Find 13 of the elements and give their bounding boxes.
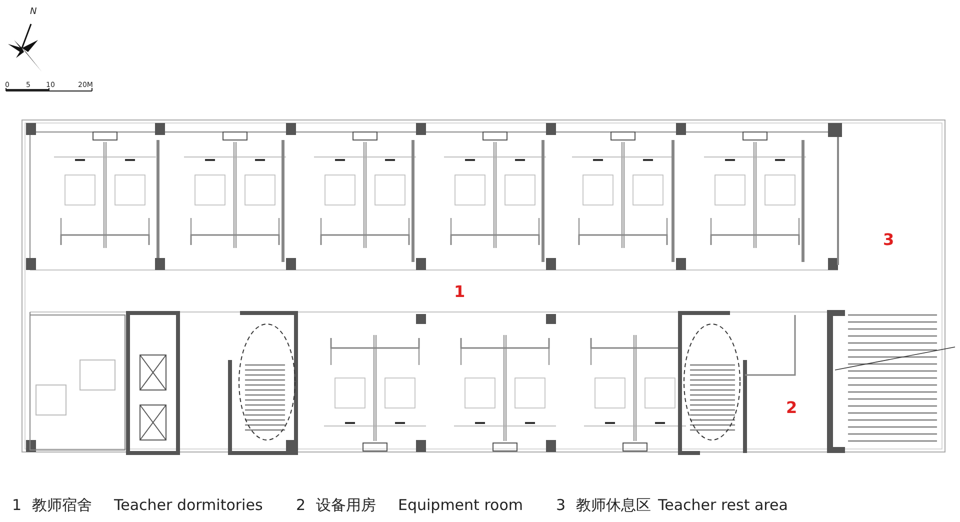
room-name: 教师休息区 [576,498,651,513]
north-label: N [30,8,37,17]
callout-number: 3 [883,232,894,248]
room-name-english: Teacher rest area [658,498,788,513]
key-number: 2 [296,498,306,513]
room-name-english: Teacher dormitories [114,498,263,513]
key-number: 3 [556,498,566,513]
callout-number: 2 [786,400,798,416]
room-name-english: Equipment room [398,498,523,513]
room-name: 教师宿舍 [32,498,92,513]
room-name: 设备用房 [316,498,376,513]
callout-number: 1 [454,284,466,300]
key-number: 1 [12,498,22,513]
